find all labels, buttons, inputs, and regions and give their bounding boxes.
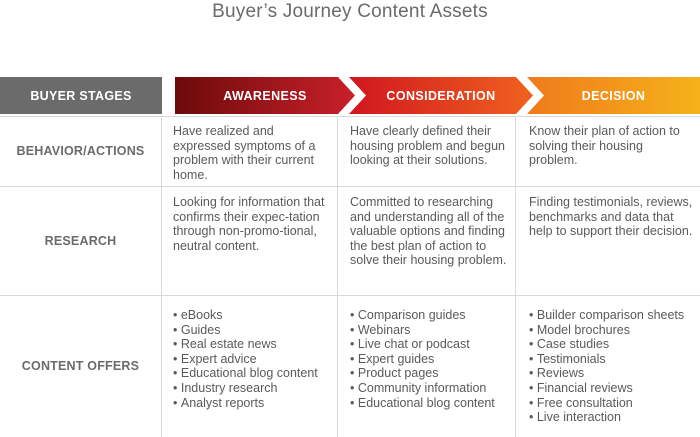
content-offer-item: Reviews	[529, 366, 694, 381]
research-awareness-text: Looking for information that confirms th…	[162, 187, 338, 295]
offers-consideration: Comparison guidesWebinarsLive chat or po…	[338, 296, 516, 437]
offers-decision-list: Builder comparison sheetsModel brochures…	[529, 308, 694, 425]
row-divider	[0, 116, 700, 117]
stage-awareness-label: AWARENESS	[223, 88, 307, 103]
consideration-arrow-shape	[349, 77, 533, 114]
stage-consideration-arrow: CONSIDERATION	[349, 77, 533, 114]
content-offer-item: Community information	[350, 381, 507, 396]
content-offer-item: Product pages	[350, 366, 507, 381]
decision-arrow-shape	[527, 77, 700, 114]
content-offer-item: Live interaction	[529, 410, 694, 425]
content-offer-item: eBooks	[173, 308, 329, 323]
content-offer-item: Model brochures	[529, 323, 694, 338]
content-offer-item: Expert guides	[350, 352, 507, 367]
content-offer-item: Financial reviews	[529, 381, 694, 396]
content-offer-item: Webinars	[350, 323, 507, 338]
content-offer-item: Expert advice	[173, 352, 329, 367]
research-row-label: RESEARCH	[0, 187, 162, 295]
content-offer-item: Educational blog content	[173, 366, 329, 381]
offers-decision: Builder comparison sheetsModel brochures…	[516, 296, 700, 437]
behavior-decision-text: Know their plan of action to solving the…	[529, 124, 680, 168]
awareness-arrow-shape	[175, 77, 355, 114]
page-title: Buyer’s Journey Content Assets	[212, 1, 488, 22]
stage-consideration-label: CONSIDERATION	[386, 88, 496, 103]
content-offer-item: Live chat or podcast	[350, 337, 507, 352]
behavior-row: BEHAVIOR/ACTIONS Have realized and expre…	[0, 116, 700, 186]
behavior-awareness-text: Have realized and expressed symptoms of …	[162, 116, 338, 186]
research-consideration-text: Committed to researching and understandi…	[338, 187, 516, 295]
row-divider	[0, 295, 700, 296]
content-offer-item: Analyst reports	[173, 396, 329, 411]
stage-decision-label: DECISION	[581, 88, 646, 103]
stages-header: BUYER STAGES AWARENESS CONSIDERATION	[0, 77, 700, 114]
content-offer-item: Testimonials	[529, 352, 694, 367]
research-decision-text: Finding testimonials, reviews, benchmark…	[529, 195, 693, 239]
stage-decision-arrow: DECISION	[527, 77, 700, 114]
content-offer-item: Free consultation	[529, 396, 694, 411]
behavior-row-label: BEHAVIOR/ACTIONS	[0, 116, 162, 186]
content-offer-item: Case studies	[529, 337, 694, 352]
offers-awareness-list: eBooksGuidesReal estate newsExpert advic…	[173, 308, 329, 410]
content-offer-item: Comparison guides	[350, 308, 507, 323]
content-offer-item: Educational blog content	[350, 396, 507, 411]
behavior-consideration-text: Have clearly defined their housing probl…	[338, 116, 516, 186]
buyer-stages-label: BUYER STAGES	[0, 77, 162, 114]
offers-consideration-list: Comparison guidesWebinarsLive chat or po…	[350, 308, 507, 410]
row-divider	[0, 186, 700, 187]
research-row: RESEARCH Looking for information that co…	[0, 187, 700, 295]
content-offers-row-label: CONTENT OFFERS	[0, 296, 162, 437]
content-offer-item: Builder comparison sheets	[529, 308, 694, 323]
content-offers-row: CONTENT OFFERS eBooksGuidesReal estate n…	[0, 296, 700, 437]
stage-awareness-arrow: AWARENESS	[175, 77, 355, 114]
content-offer-item: Real estate news	[173, 337, 329, 352]
content-offer-item: Industry research	[173, 381, 329, 396]
content-offer-item: Guides	[173, 323, 329, 338]
offers-awareness: eBooksGuidesReal estate newsExpert advic…	[162, 296, 338, 437]
